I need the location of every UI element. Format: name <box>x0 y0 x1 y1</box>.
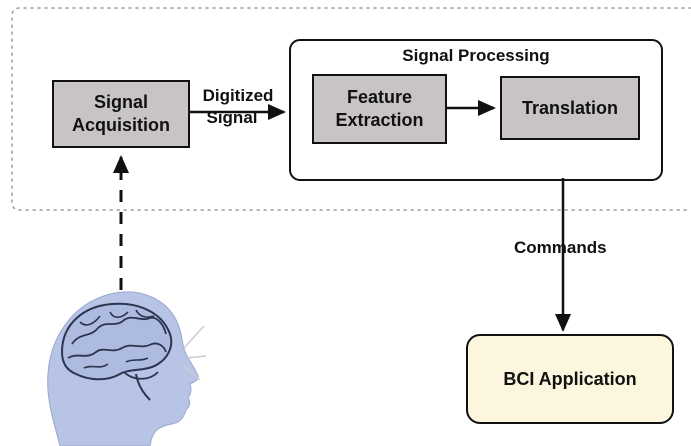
digitized-signal-line-1: Digitized <box>202 86 274 105</box>
signal-acquisition-line-1: Signal <box>93 92 148 112</box>
feature-extraction-line-1: Feature <box>346 87 413 107</box>
feature-extraction-line-2: Extraction <box>335 110 424 130</box>
system-boundary <box>11 7 691 211</box>
bci-application-block: BCI Application <box>466 334 674 424</box>
digitized-signal-label: Digitized Signal <box>192 85 284 129</box>
head-brain-icon <box>47 291 207 446</box>
digitized-signal-line-2: Signal <box>206 108 258 127</box>
bci-application-label: BCI Application <box>503 368 637 389</box>
commands-label: Commands <box>514 238 607 257</box>
signal-acquisition-line-2: Acquisition <box>72 115 170 135</box>
signal-processing-title: Signal Processing <box>402 46 550 65</box>
translation-block: Translation <box>500 76 640 140</box>
translation-label: Translation <box>521 97 619 118</box>
feature-extraction-block: Feature Extraction <box>312 74 447 144</box>
signal-acquisition-block: Signal Acquisition <box>52 80 190 148</box>
